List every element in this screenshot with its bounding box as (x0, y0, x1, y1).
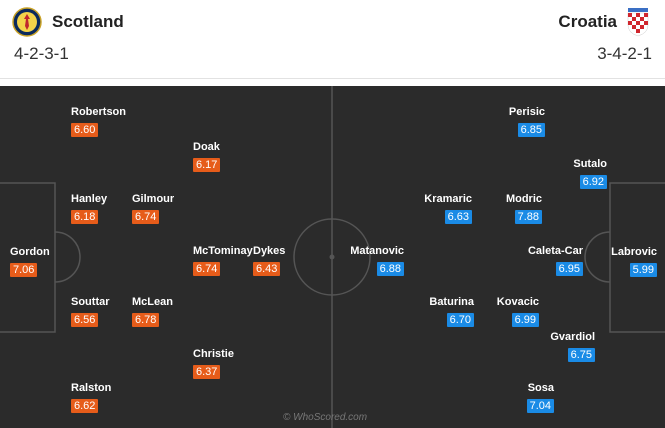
away-player[interactable]: Modric 7.88 (506, 193, 542, 227)
player-rating-badge: 6.63 (444, 210, 472, 224)
player-rating-badge: 6.43 (253, 262, 281, 276)
player-name: Kovacic (496, 296, 539, 308)
player-rating-badge: 6.95 (555, 262, 583, 276)
home-player[interactable]: McLean 6.78 (132, 296, 173, 330)
home-player[interactable]: Gordon 7.06 (10, 246, 50, 280)
player-rating-badge: 6.17 (193, 158, 221, 172)
away-player[interactable]: Caleta-Car 6.95 (528, 245, 583, 279)
away-player[interactable]: Baturina 6.70 (429, 296, 474, 330)
player-rating-badge: 6.74 (132, 210, 160, 224)
player-name: Sosa (527, 382, 554, 394)
home-formation: 4-2-3-1 (14, 44, 69, 63)
away-player[interactable]: Sutalo 6.92 (573, 158, 607, 192)
home-player[interactable]: Robertson 6.60 (71, 106, 126, 140)
player-rating-badge: 6.99 (511, 313, 539, 327)
player-name: McLean (132, 296, 173, 308)
match-header: Scotland 4-2-3-1 Croatia 3-4-2-1 (0, 0, 665, 86)
away-player[interactable]: Matanovic 6.88 (350, 245, 404, 279)
player-rating-badge: 6.78 (132, 313, 160, 327)
player-name: Doak (193, 141, 220, 153)
away-player[interactable]: Kramaric 6.63 (424, 193, 472, 227)
player-rating-badge: 6.75 (567, 348, 595, 362)
player-name: Gvardiol (550, 331, 595, 343)
player-rating-badge: 6.18 (71, 210, 99, 224)
home-player[interactable]: Christie 6.37 (193, 348, 234, 382)
player-name: Matanovic (350, 245, 404, 257)
player-name: Labrovic (611, 246, 657, 258)
player-rating-badge: 7.88 (514, 210, 542, 224)
home-player[interactable]: Doak 6.17 (193, 141, 221, 175)
home-player[interactable]: Gilmour 6.74 (132, 193, 174, 227)
home-player[interactable]: Ralston 6.62 (71, 382, 111, 416)
player-name: Dykes (253, 245, 286, 257)
player-rating-badge: 6.60 (71, 123, 99, 137)
player-name: Ralston (71, 382, 112, 394)
home-player[interactable]: Hanley 6.18 (71, 193, 107, 227)
away-player[interactable]: Gvardiol 6.75 (550, 331, 595, 365)
player-name: Gordon (10, 246, 50, 258)
away-player[interactable]: Labrovic 5.99 (611, 246, 657, 280)
player-name: Modric (505, 193, 542, 205)
away-player[interactable]: Sosa 7.04 (526, 382, 554, 416)
header-divider (0, 78, 665, 79)
player-rating-badge: 6.37 (193, 365, 221, 379)
player-name: Baturina (429, 296, 474, 308)
player-rating-badge: 7.04 (526, 399, 554, 413)
player-rating-badge: 7.06 (10, 263, 38, 277)
away-team-name: Croatia (558, 12, 617, 31)
scotland-crest-icon (12, 7, 42, 37)
away-player[interactable]: Perisic 6.85 (509, 106, 545, 140)
player-name: Souttar (71, 296, 110, 308)
player-rating-badge: 6.85 (517, 123, 545, 137)
croatia-crest-icon (627, 8, 649, 37)
away-formation: 3-4-2-1 (597, 44, 652, 63)
player-rating-badge: 5.99 (629, 263, 657, 277)
home-team-name: Scotland (52, 12, 124, 31)
home-player[interactable]: McTominay 6.74 (193, 245, 253, 279)
player-rating-badge: 6.70 (446, 313, 474, 327)
pitch-markings (0, 86, 665, 428)
player-rating-badge: 6.56 (71, 313, 99, 327)
player-name: Gilmour (132, 193, 175, 205)
player-name: McTominay (193, 245, 253, 257)
player-rating-badge: 6.92 (579, 175, 607, 189)
player-rating-badge: 6.74 (193, 262, 221, 276)
player-name: Perisic (508, 106, 545, 118)
watermark: © WhoScored.com (283, 412, 368, 423)
player-name: Sutalo (573, 158, 607, 170)
player-name: Caleta-Car (527, 245, 583, 257)
player-rating-badge: 6.62 (71, 399, 99, 413)
player-name: Christie (193, 348, 234, 360)
player-name: Hanley (71, 193, 108, 205)
player-name: Robertson (71, 106, 126, 118)
home-player[interactable]: Dykes 6.43 (253, 245, 285, 279)
home-player[interactable]: Souttar 6.56 (71, 296, 110, 330)
player-rating-badge: 6.88 (376, 262, 404, 276)
player-name: Kramaric (424, 193, 472, 205)
away-player[interactable]: Kovacic 6.99 (497, 296, 539, 330)
